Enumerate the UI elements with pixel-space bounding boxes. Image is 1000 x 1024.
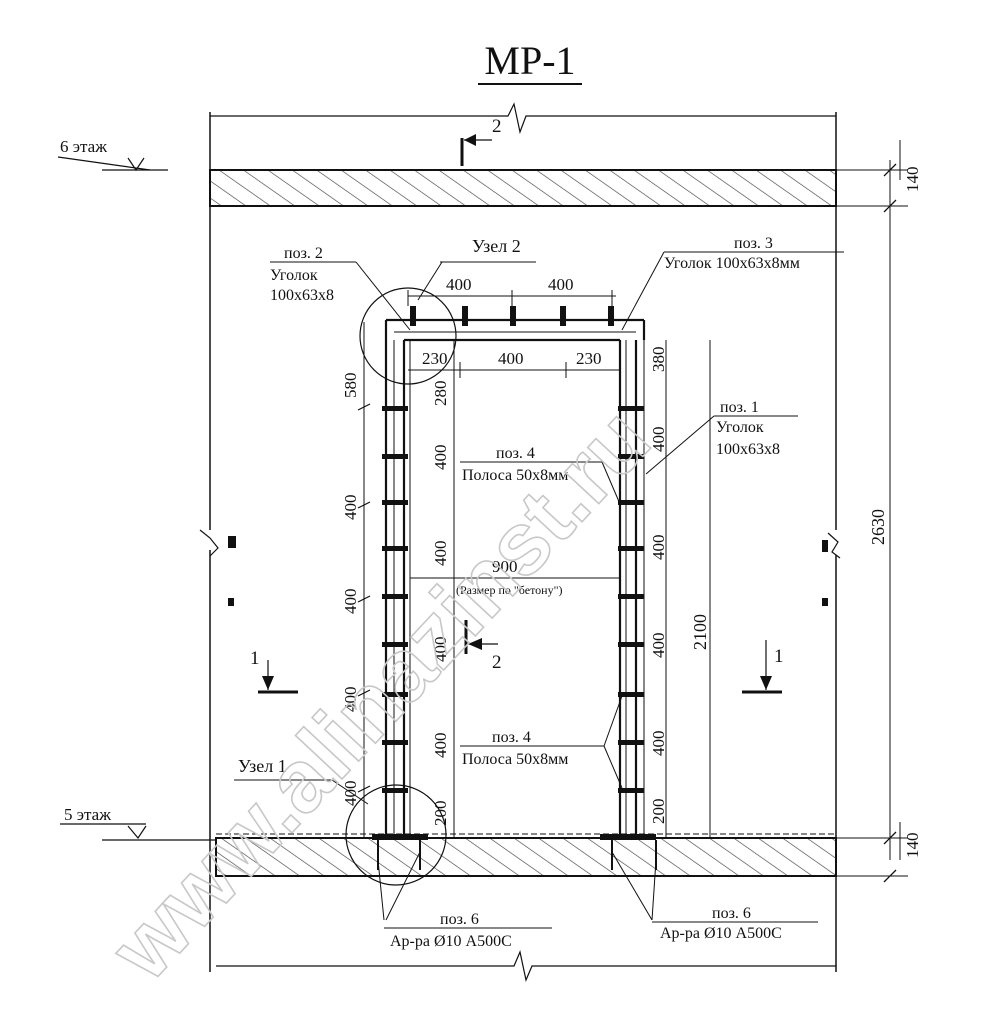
level-mark-upper: 6 этаж — [57, 137, 168, 172]
door-frame — [372, 318, 656, 840]
dim-left-inner-6: 200 — [431, 801, 450, 827]
dim-left-inner-5: 400 — [431, 733, 450, 759]
dim-left-outer-5: 400 — [341, 781, 360, 807]
dim-floor-height: 2630 — [868, 509, 888, 545]
node-2-label: Узел 2 — [472, 236, 521, 256]
section-marker-1-left: 1 — [250, 648, 298, 694]
dim-left-outer-1: 580 — [341, 373, 360, 399]
lower-slab — [215, 833, 908, 877]
svg-text:Уголок: Уголок — [716, 419, 764, 436]
section-marker-2-center: 2 — [464, 620, 502, 673]
dim-slab-upper: 140 — [903, 167, 922, 193]
lintel-anchors — [410, 306, 614, 326]
dim-right-inner-4: 400 — [649, 633, 668, 659]
svg-text:поз. 4: поз. 4 — [496, 445, 535, 462]
dim-opening-width: 900 — [492, 557, 518, 576]
dim-right-inner-1: 380 — [649, 347, 668, 373]
svg-text:1: 1 — [774, 646, 784, 667]
top-dimensions — [407, 290, 620, 378]
dim-right-inner-6: 200 — [649, 799, 668, 825]
dim-top-a: 400 — [446, 275, 472, 294]
dim-inner-right: 230 — [576, 349, 602, 368]
svg-text:поз. 4: поз. 4 — [492, 729, 531, 746]
callout-pos6-right: поз. 6 Ар-ра Ø10 А500С — [660, 905, 782, 942]
callout-leaders — [270, 251, 844, 789]
svg-text:2: 2 — [492, 652, 502, 673]
dim-opening-note: (Размер по "бетону") — [456, 583, 562, 597]
left-dimension-chain — [357, 322, 711, 838]
callout-pos3: поз. 3 Уголок 100х63х8мм — [664, 235, 800, 272]
opening-width-dimension — [409, 572, 621, 584]
node-1-label: Узел 1 — [238, 756, 287, 776]
callout-pos1: поз. 1 Уголок 100х63х8 — [716, 399, 780, 458]
dim-right-inner-3: 400 — [649, 535, 668, 561]
svg-text:1: 1 — [250, 648, 260, 669]
svg-text:поз. 2: поз. 2 — [284, 245, 323, 262]
svg-text:100х63х8: 100х63х8 — [716, 441, 780, 458]
svg-text:поз. 3: поз. 3 — [734, 235, 773, 252]
callout-pos4-upper: поз. 4 Полоса 50х8мм — [462, 445, 568, 484]
dim-left-inner-4: 400 — [431, 637, 450, 663]
dim-right-inner-2: 400 — [649, 427, 668, 453]
wall-anchor-marks — [228, 536, 828, 606]
svg-text:Уголок: Уголок — [270, 267, 318, 284]
dim-inner-left: 230 — [422, 349, 448, 368]
svg-text:5 этаж: 5 этаж — [64, 805, 111, 824]
dim-left-inner-1: 280 — [431, 381, 450, 407]
svg-text:100х63х8: 100х63х8 — [270, 287, 334, 304]
callout-pos4-lower: поз. 4 Полоса 50х8мм — [462, 729, 568, 768]
dim-opening-height: 2100 — [690, 614, 710, 650]
callout-pos6-left: поз. 6 Ар-ра Ø10 А500С — [390, 911, 512, 950]
dim-left-outer-4: 400 — [341, 687, 360, 713]
dim-inner-center: 400 — [498, 349, 524, 368]
svg-text:Ар-ра Ø10 А500С: Ар-ра Ø10 А500С — [660, 925, 782, 942]
drawing-title: МР-1 — [484, 38, 575, 83]
svg-text:поз. 1: поз. 1 — [720, 399, 759, 416]
callout-pos2: поз. 2 Уголок 100х63х8 — [270, 245, 334, 304]
dim-left-inner-2: 400 — [431, 445, 450, 471]
svg-text:Полоса 50х8мм: Полоса 50х8мм — [462, 467, 568, 484]
svg-text:Ар-ра Ø10 А500С: Ар-ра Ø10 А500С — [390, 933, 512, 950]
svg-text:поз. 6: поз. 6 — [712, 905, 751, 922]
section-marker-1-right: 1 — [742, 640, 784, 694]
level-mark-lower: 5 этаж — [60, 805, 216, 841]
node-circles — [234, 261, 536, 886]
jamb-anchors — [382, 406, 644, 793]
svg-text:Уголок 100х63х8мм: Уголок 100х63х8мм — [664, 255, 800, 272]
dim-left-outer-3: 400 — [341, 589, 360, 615]
dim-left-inner-3: 400 — [431, 541, 450, 567]
svg-text:Полоса 50х8мм: Полоса 50х8мм — [462, 751, 568, 768]
right-dimension-chain: 140 140 2630 — [868, 140, 922, 883]
dim-right-inner-5: 400 — [649, 731, 668, 757]
svg-text:2: 2 — [492, 116, 502, 137]
dim-top-b: 400 — [548, 275, 574, 294]
rebar-pos6 — [377, 840, 818, 929]
dim-slab-lower: 140 — [903, 833, 922, 859]
dim-left-outer-2: 400 — [341, 495, 360, 521]
watermark: www.alinazinst.ru — [91, 389, 669, 998]
upper-slab — [209, 169, 908, 207]
section-marker-2-top: 2 — [460, 116, 502, 166]
svg-text:6 этаж: 6 этаж — [60, 137, 107, 156]
svg-text:поз. 6: поз. 6 — [440, 911, 479, 928]
